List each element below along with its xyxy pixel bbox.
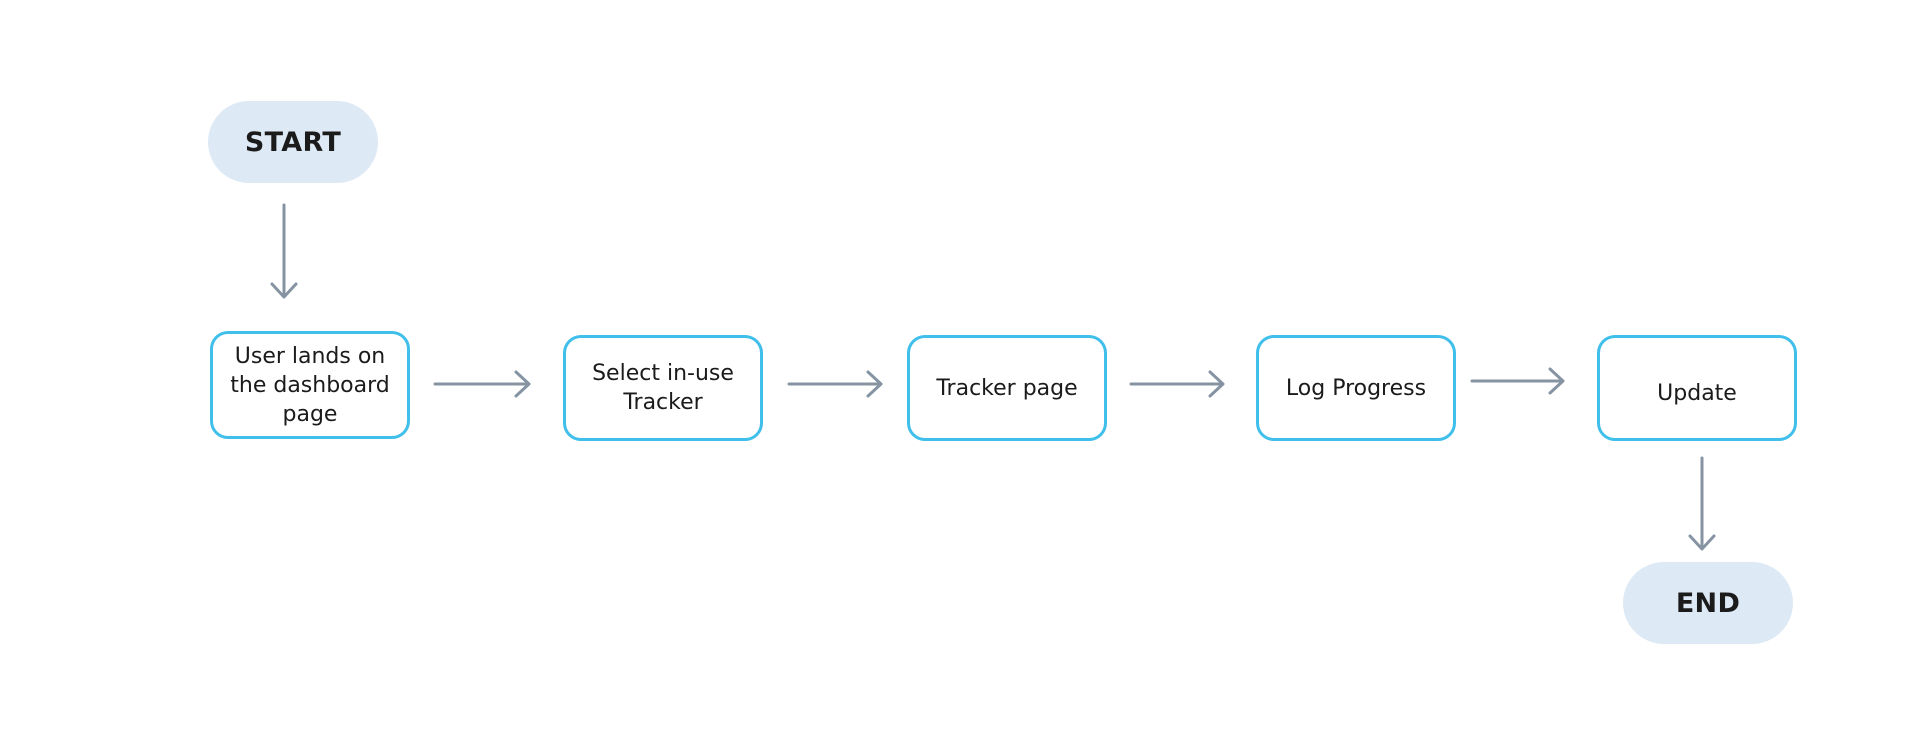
step-label: Update — [1657, 380, 1737, 406]
step-select-tracker: Select in-use Tracker — [563, 335, 763, 441]
arrow-step2-to-step3 — [787, 370, 883, 398]
end-label: END — [1675, 587, 1741, 619]
arrow-step5-to-end — [1688, 456, 1716, 551]
step-update: Update — [1597, 335, 1797, 441]
step-user-lands-dashboard: User lands on the dashboard page — [210, 331, 410, 439]
start-label: START — [244, 126, 342, 158]
start-node: START — [208, 101, 378, 183]
step-label: User lands on the dashboard page — [230, 343, 390, 427]
arrow-step4-to-step5 — [1470, 367, 1565, 395]
end-node: END — [1623, 562, 1793, 644]
step-label: Select in-use Tracker — [592, 361, 734, 415]
step-tracker-page: Tracker page — [907, 335, 1107, 441]
step-label: Tracker page — [936, 375, 1078, 401]
arrow-step1-to-step2 — [433, 370, 531, 398]
arrow-step3-to-step4 — [1129, 370, 1225, 398]
arrow-start-to-step1 — [270, 203, 298, 299]
step-label: Log Progress — [1285, 375, 1427, 401]
step-log-progress: Log Progress — [1256, 335, 1456, 441]
